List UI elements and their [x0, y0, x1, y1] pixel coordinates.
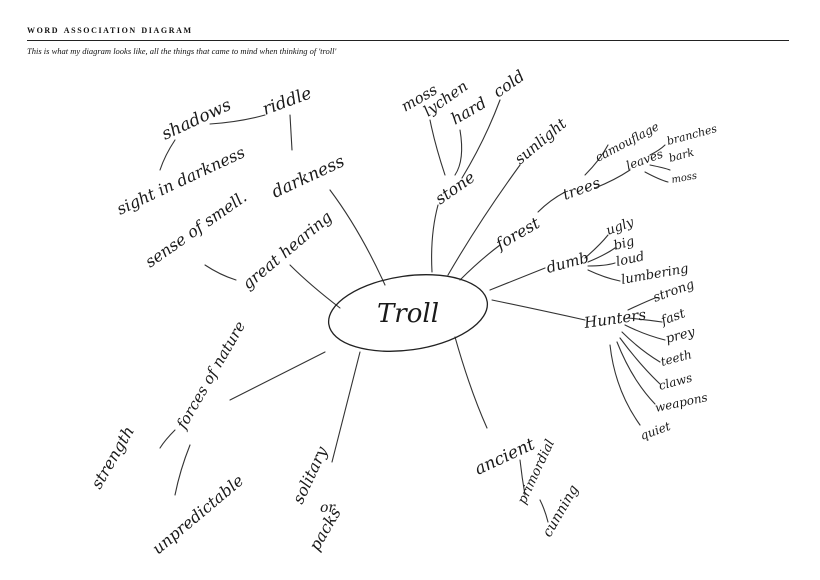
center-word: Troll — [377, 299, 439, 329]
link-troll-sunlight — [447, 164, 521, 276]
title-rule — [27, 40, 789, 41]
word-darkness: darkness — [269, 151, 348, 202]
word-unpredictable: unpredictable — [148, 471, 247, 558]
link-hunters-teeth — [621, 331, 661, 363]
word-forces-of-nature: forces of nature — [172, 318, 249, 433]
word-stone: stone — [431, 167, 478, 208]
link-leaves-branches — [649, 144, 666, 156]
link-forest-trees — [537, 191, 566, 213]
link-trees-camouflage — [584, 144, 609, 176]
link-shadows-sight — [159, 139, 176, 171]
word-sunlight: sunlight — [511, 114, 571, 168]
word-strength: strength — [87, 423, 138, 492]
link-troll-ancient — [454, 336, 488, 429]
link-troll-hunters — [491, 299, 586, 321]
link-troll-darkness — [329, 189, 386, 286]
link-hunters-claws — [619, 337, 661, 385]
links — [159, 99, 671, 523]
link-troll-forces — [229, 351, 326, 401]
word-leaves: leaves — [624, 147, 665, 173]
page-title: word association diagram — [27, 22, 193, 36]
word-fast: fast — [658, 306, 688, 329]
word-packs: packs — [305, 504, 345, 554]
word-cunning: cunning — [540, 482, 583, 540]
word-teeth: teeth — [659, 347, 693, 369]
word-trees: trees — [560, 174, 603, 204]
link-stone-cold — [461, 99, 501, 179]
word-or: or — [320, 500, 336, 516]
word-dumb: dumb — [544, 248, 590, 277]
link-troll-hearing — [289, 264, 341, 309]
link-troll-solitary — [331, 351, 361, 463]
word-moss-tree: moss — [671, 171, 698, 186]
word-great-hearing: great hearing — [238, 207, 335, 293]
link-riddle-darkness — [289, 114, 293, 151]
link-hunters-quiet — [609, 344, 641, 426]
link-leaves-bark — [649, 164, 671, 171]
center-ellipse — [327, 274, 489, 352]
word-hunters: Hunters — [582, 305, 647, 332]
word-quiet: quiet — [638, 419, 672, 443]
link-stone-lichen — [429, 119, 446, 176]
word-claws: claws — [657, 371, 694, 393]
word-prey: prey — [664, 325, 697, 347]
link-hunters-prey — [624, 324, 666, 341]
word-bark: bark — [667, 146, 695, 165]
link-hunters-fast — [627, 317, 663, 323]
link-troll-stone — [431, 204, 439, 273]
link-forces-strength — [159, 429, 176, 449]
link-trees-leaves — [594, 169, 631, 189]
word-cold: cold — [489, 66, 528, 101]
link-dumb-ugly — [584, 234, 609, 259]
link-forces-unpredictable — [174, 444, 191, 496]
word-big: big — [612, 234, 636, 254]
link-stone-hard — [454, 129, 463, 176]
link-riddle-shadows — [209, 114, 266, 125]
word-forest: forest — [492, 213, 544, 254]
link-troll-dumb — [489, 267, 546, 291]
link-hunters-weapons — [616, 341, 656, 405]
link-dumb-loud — [587, 262, 616, 267]
word-branches: branches — [665, 122, 718, 148]
link-troll-forest — [459, 244, 501, 281]
link-smell-hearing — [204, 264, 237, 281]
link-ancient-primordial — [519, 459, 526, 496]
word-loud: loud — [615, 249, 646, 270]
caption: This is what my diagram looks like, all … — [27, 46, 337, 56]
link-leaves-moss — [644, 171, 669, 183]
word-riddle: riddle — [260, 84, 315, 120]
link-primordial-cunning — [539, 499, 549, 523]
word-solitary: solitary — [288, 443, 331, 507]
word-weapons: weapons — [654, 390, 709, 415]
word-shadows: shadows — [159, 95, 235, 145]
link-dumb-lumbering — [587, 269, 621, 282]
link-hunters-strong — [627, 297, 656, 311]
link-dumb-big — [587, 247, 616, 263]
